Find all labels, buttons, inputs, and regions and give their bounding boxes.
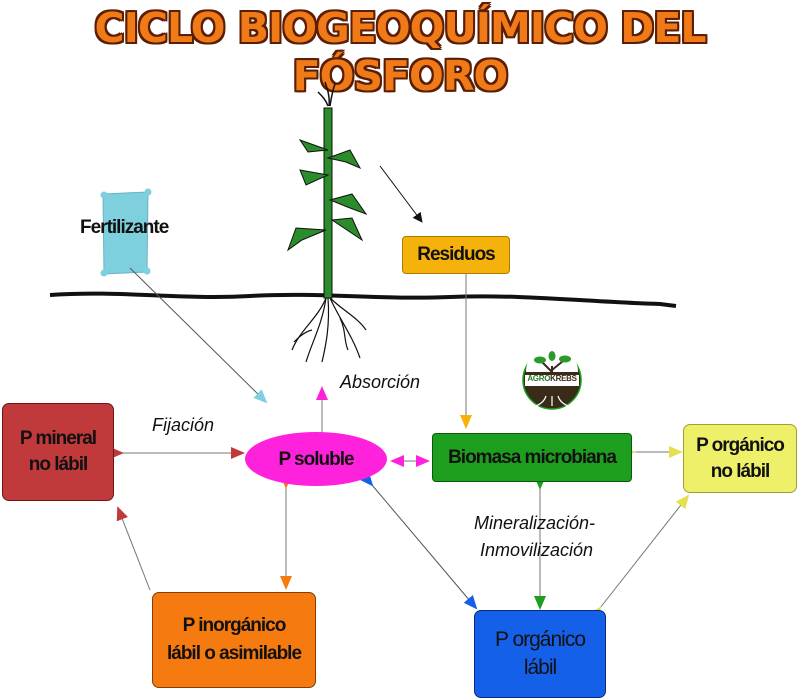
p-soluble-node: P soluble bbox=[256, 438, 376, 482]
plant-icon bbox=[286, 81, 368, 299]
biomasa-microbiana-box: Biomasa microbiana bbox=[432, 433, 632, 482]
agrokrebs-logo bbox=[522, 346, 582, 410]
p-organico-nolabil-label-1: P orgánico bbox=[696, 434, 785, 456]
mineralizacion-label-1: Mineralización- bbox=[474, 513, 596, 533]
agrokrebs-logo-part2: KREBS bbox=[550, 374, 577, 383]
arrow-plant-residuos bbox=[379, 165, 423, 223]
agrokrebs-logo-text: AGROKREBS bbox=[524, 374, 580, 383]
p-mineral-label-2: no lábil bbox=[28, 454, 88, 475]
p-mineral-box: P mineral no lábil bbox=[2, 403, 114, 501]
arrow-pinorg-pmineral bbox=[116, 506, 151, 591]
arrow-fertilizante-psoluble bbox=[129, 267, 268, 404]
p-soluble-ellipse bbox=[245, 432, 387, 486]
p-soluble-label: P soluble bbox=[278, 449, 354, 470]
p-inorganico-label-2: lábil o asimilable bbox=[166, 643, 302, 664]
arrow-psoluble-porglabil bbox=[359, 471, 478, 610]
p-inorganico-label-1: P inorgánico bbox=[182, 615, 287, 637]
fertilizer-bag-icon bbox=[100, 188, 152, 277]
p-organico-labil-label-2: lábil bbox=[523, 656, 557, 679]
fertilizante-label: Fertilizante bbox=[80, 217, 169, 238]
p-organico-nolabil-label-2: no lábil bbox=[710, 460, 770, 482]
residuos-label: Residuos bbox=[417, 244, 496, 265]
page-title: CICLO BIOGEOQUÍMICO DEL FÓSFORO bbox=[94, 4, 707, 100]
p-organico-nolabil-box: P orgánico no lábil bbox=[683, 424, 797, 493]
fijacion-label: Fijación bbox=[152, 415, 215, 435]
mineralizacion-label-2: Inmovilización bbox=[480, 540, 594, 560]
arrow-porglabil-porgnolabil bbox=[587, 494, 690, 622]
absorcion-label: Absorción bbox=[340, 372, 421, 392]
residuos-box: Residuos bbox=[402, 236, 510, 274]
roots-icon bbox=[291, 297, 367, 363]
p-organico-labil-label-1: P orgánico bbox=[494, 627, 586, 651]
p-organico-labil-box: P orgánico lábil bbox=[474, 610, 606, 698]
p-mineral-label-1: P mineral bbox=[19, 428, 97, 450]
biomasa-microbiana-label: Biomasa microbiana bbox=[448, 446, 617, 468]
soil-line bbox=[49, 291, 677, 308]
p-inorganico-box: P inorgánico lábil o asimilable bbox=[152, 592, 316, 688]
agrokrebs-logo-part1: AGRO bbox=[527, 374, 551, 383]
